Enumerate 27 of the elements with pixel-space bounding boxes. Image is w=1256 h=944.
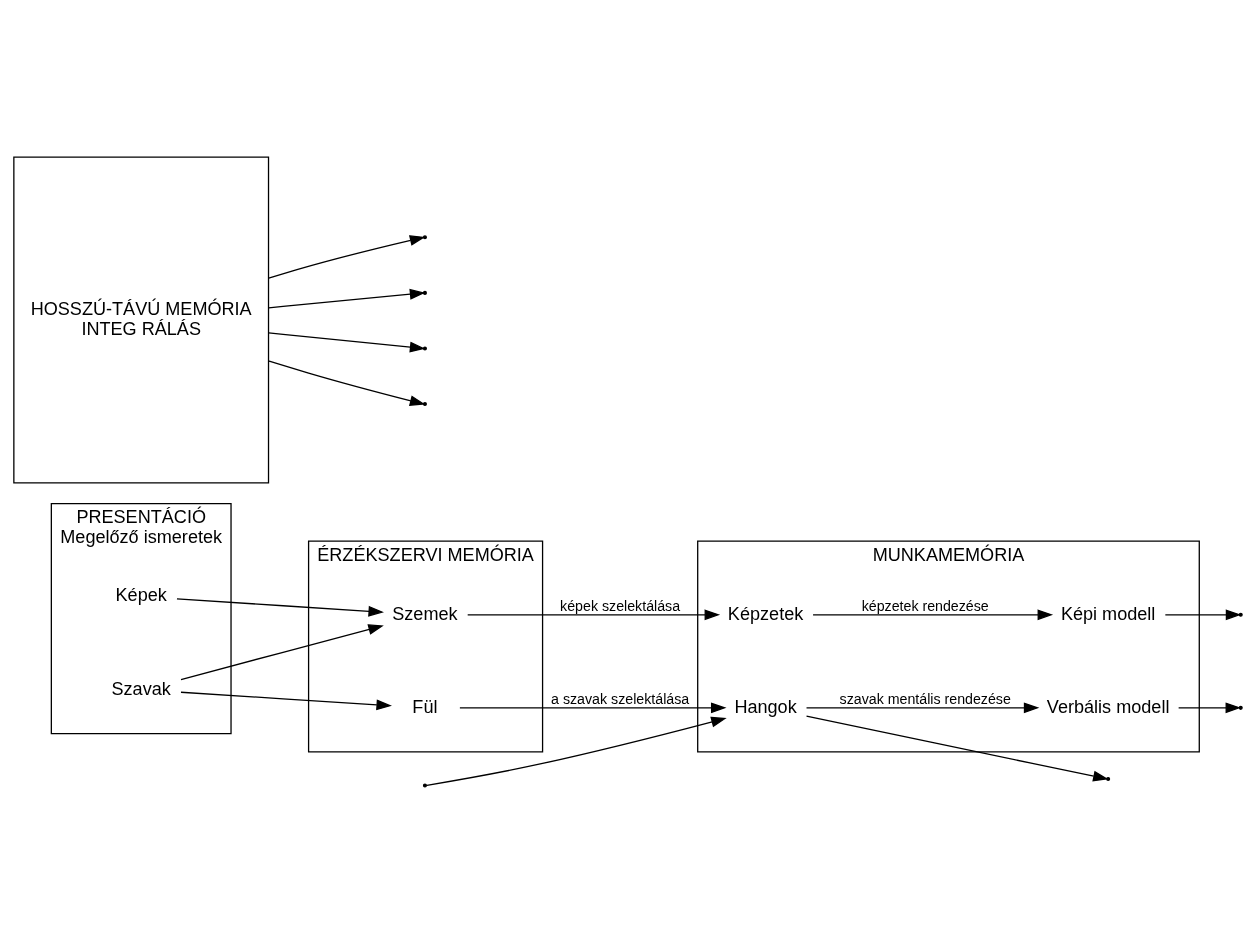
arrow bbox=[176, 598, 384, 617]
edge-label: a szavak szelektálása bbox=[551, 690, 690, 707]
arrow bbox=[459, 702, 727, 714]
arrow bbox=[425, 716, 727, 787]
node-text: Szavak bbox=[111, 678, 171, 699]
edge-label: képzetek rendezése bbox=[861, 597, 989, 614]
arrow bbox=[805, 702, 1040, 714]
node-box: HOSSZÚ-TÁVÚ MEMÓRIA INTEG RÁLÁS bbox=[13, 156, 270, 484]
arrow bbox=[1164, 609, 1242, 621]
arrow bbox=[180, 691, 392, 711]
node-text: Képi modell bbox=[1060, 603, 1156, 624]
arrow bbox=[1178, 702, 1242, 714]
arrow bbox=[812, 609, 1054, 621]
arrow bbox=[268, 288, 426, 309]
node-text: Szemek bbox=[392, 603, 458, 624]
arrow bbox=[467, 609, 721, 621]
arrow bbox=[268, 235, 426, 279]
edge-label: szavak mentális rendezése bbox=[839, 690, 1011, 707]
arrow bbox=[805, 715, 1109, 782]
node-text: Képzetek bbox=[727, 603, 804, 624]
node-text: Fül bbox=[412, 696, 438, 717]
arrow bbox=[268, 360, 426, 406]
edge-label: képek szelektálása bbox=[560, 597, 681, 614]
node-text: Verbális modell bbox=[1046, 696, 1170, 717]
node-text: Képek bbox=[115, 585, 167, 606]
node-text: Hangok bbox=[734, 696, 797, 717]
arrow bbox=[180, 624, 384, 681]
